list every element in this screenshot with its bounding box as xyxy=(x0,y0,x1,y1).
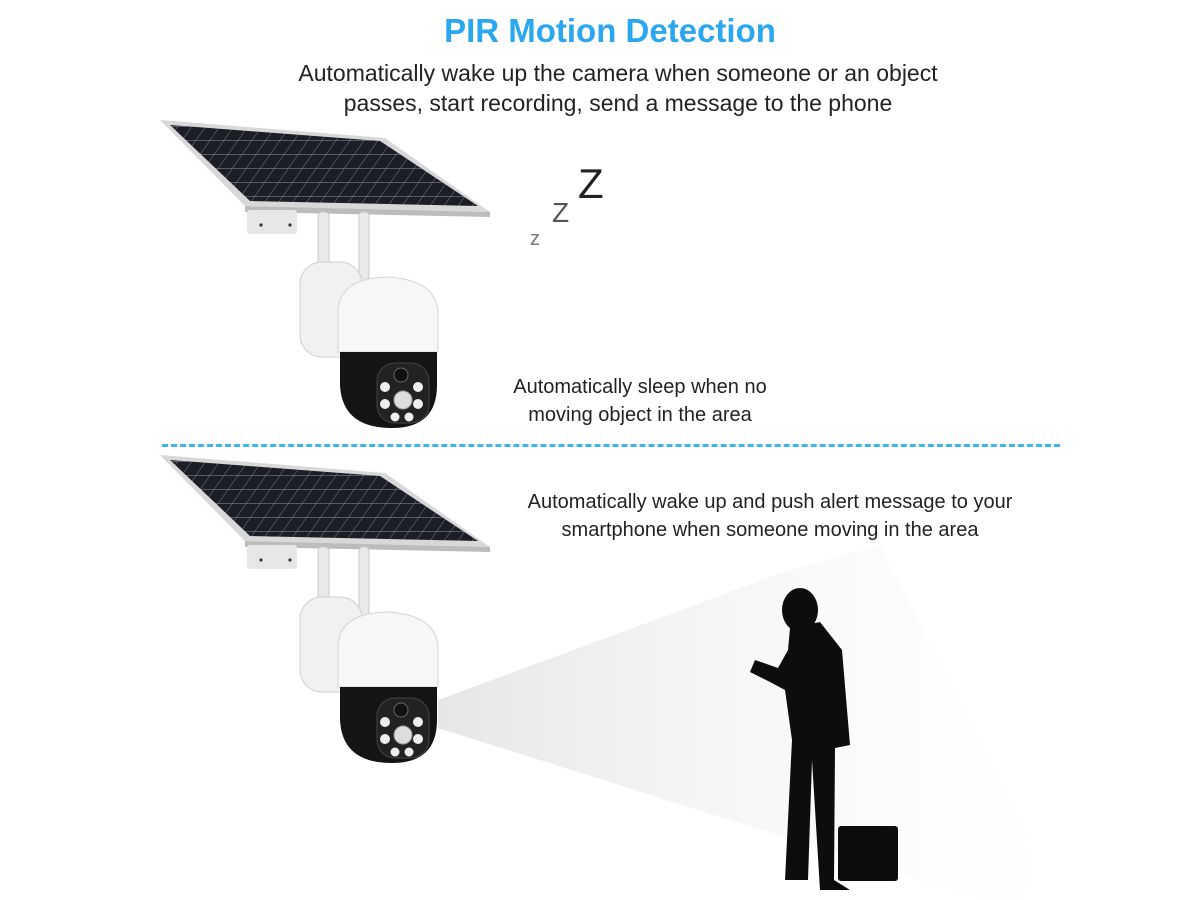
wake-caption: Automatically wake up and push alert mes… xyxy=(490,488,1050,544)
wake-caption-line-2: smartphone when someone moving in the ar… xyxy=(561,519,979,541)
dashed-divider xyxy=(162,444,1060,447)
subtitle-line-1: Automatically wake up the camera when so… xyxy=(298,60,938,86)
z-small: z xyxy=(530,228,540,250)
subtitle-line-2: passes, start recording, send a message … xyxy=(343,90,893,116)
sleep-caption: Automatically sleep when no moving objec… xyxy=(470,373,810,429)
z-large: Z xyxy=(578,160,604,207)
sleep-caption-line-2: moving object in the area xyxy=(528,404,752,426)
sleep-caption-line-1: Automatically sleep when no xyxy=(513,376,767,398)
detection-beam xyxy=(438,545,1060,900)
page-title: PIR Motion Detection xyxy=(444,12,776,49)
person-silhouette xyxy=(750,588,898,890)
solar-camera-sleeping xyxy=(159,119,491,429)
wake-caption-line-1: Automatically wake up and push alert mes… xyxy=(527,491,1013,513)
subtitle: Automatically wake up the camera when so… xyxy=(0,58,1200,118)
z-medium: Z xyxy=(552,197,570,228)
